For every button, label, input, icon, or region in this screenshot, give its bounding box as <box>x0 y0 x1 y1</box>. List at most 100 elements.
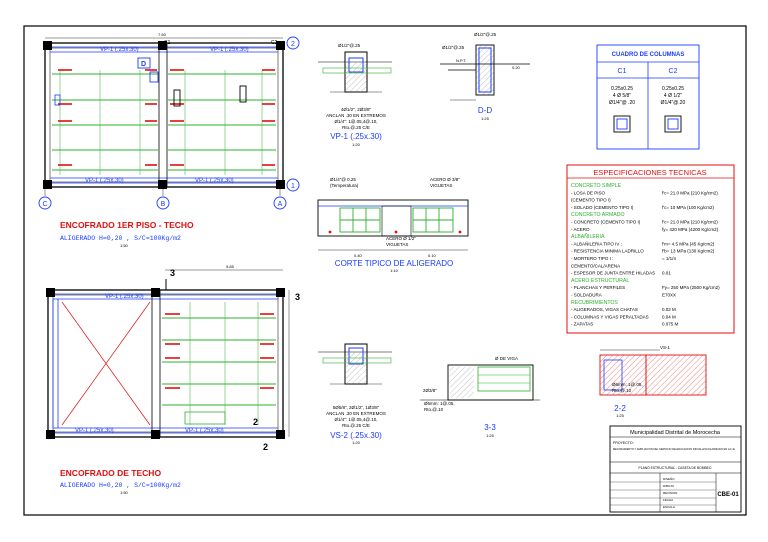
vs2-note-2: ANCLAN .30 EN EXTREMOS <box>326 411 386 416</box>
plan1-beam-top-left: VP-1 (.25x.30) <box>100 47 139 53</box>
s22-title: 2-2 <box>614 404 626 413</box>
specs-row-label: - ALBAÑILERIA TIPO IV : <box>571 240 622 246</box>
plan-2: 5.85 VP-1 (.25x.30) VP-1 (.25x.30) VP-1 … <box>46 264 300 495</box>
columns-title: CUADRO DE COLUMNAS <box>612 52 685 58</box>
specs-row-value: fy= 420 MPa (4200 Kg/cm2) <box>662 227 719 232</box>
specs-section-heading: ACERO ESTRUCTURAL <box>571 278 629 284</box>
plan2-scale: 1:50 <box>120 490 129 495</box>
tb-org: Municipalidad Distrital de Morocecha <box>630 430 721 436</box>
dd-left-note: Ø1/2"@.25 <box>442 45 465 50</box>
plan1-title: ENCOFRADO 1ER PISO - TECHO <box>60 220 194 230</box>
vp1-note-2: ANCLAN .30 EN EXTREMOS <box>326 113 386 118</box>
tb-label-review: REVISION <box>663 491 677 495</box>
plan2-beam-top: VP-1 (.25x.30) <box>105 294 144 300</box>
plan2-title: ENCOFRADO DE TECHO <box>60 468 161 478</box>
plan1-axis-b: B <box>161 201 166 208</box>
s33-left-note: 2Ø3/8" <box>423 388 437 393</box>
corte-note-mid-1: ACERO Ø 1/2" <box>386 236 416 241</box>
corte-note-mid-2: VIGUETAS <box>386 242 408 247</box>
specs-section-heading: ALBAÑILERIA <box>571 233 605 240</box>
columns-c2-bars: 4 Ø 1/2" <box>664 93 682 99</box>
corte-tipico: Ø1/4"@ 0.25 (Temperatura) ACERO Ø 3/8" V… <box>317 177 469 273</box>
specs-row-label: - ZAPATAS <box>571 322 593 327</box>
specs-row-label: - ACERO <box>571 227 590 232</box>
vp1-note-3: Ø1/4": 1@.05,4@.10, <box>334 119 377 124</box>
s33-bottom-note-1: Ø6mm: 1@.05, <box>424 401 455 406</box>
sheet-border <box>23 25 747 516</box>
specs-row-label: (CEMENTO TIPO I) <box>571 198 611 203</box>
tb-label-date: FECHA <box>663 498 673 502</box>
plan1-axis-1: 1 <box>291 183 295 190</box>
plan1-axis-a: A <box>278 201 283 208</box>
specs-row-value: 0.02 M <box>662 307 676 312</box>
s22-note-1: Ø6mm: 1@.05, <box>612 382 643 387</box>
specs-row-value: f'b= 13 MPa (130 Kg/cm2) <box>662 249 715 254</box>
specs-row-value: E70XX <box>662 293 676 298</box>
specs-row-label: - COLUMNAS Y VIGAS PERALTADAS <box>571 314 649 319</box>
dd-section: Ø1/2"@.25 Ø1/2"@.25 N.P.T. 0.20 D-D 1:25 <box>440 32 530 121</box>
columns-c1-size: 0.25x0.25 <box>611 86 633 92</box>
specs-row-label: - SOLDADURA <box>571 293 602 298</box>
dd-dim: 0.20 <box>512 65 521 70</box>
corte-note-right-2: VIGUETAS <box>430 183 452 188</box>
dd-npt: N.P.T. <box>456 58 466 63</box>
s22-note-2: Rto.@.10 <box>612 388 632 393</box>
corte-scale: 1:10 <box>390 268 399 273</box>
plan2-overall-dim: 5.85 <box>226 264 235 269</box>
tb-label-drawing: DIBUJO <box>663 484 675 488</box>
dd-scale: 1:25 <box>481 116 490 121</box>
columns-c1-bars: 4 Ø 5/8" <box>613 93 631 99</box>
tb-sheet-title: PLANO ESTRUCTURAL - CASETA DE BOMBEO <box>639 466 712 470</box>
specs-row-label: - PLANCHAS Y PERFILES <box>571 285 625 290</box>
columns-c2-stirrup: Ø1/4"@.20 <box>661 100 686 106</box>
specs-row-value: 0.04 M <box>662 314 676 319</box>
vp1-note-1: 4Ø1/2", 2Ø3/8" <box>341 107 372 112</box>
vp1-title: VP-1 (.25x.30) <box>330 132 382 141</box>
plan1-axis-2: 2 <box>291 41 295 48</box>
title-block: Municipalidad Distrital de Morocecha PRO… <box>609 425 742 513</box>
plan2-beam-bottom-left: VP-1 (.25x.30) <box>75 428 114 434</box>
columns-table: CUADRO DE COLUMNAS C1 C2 0.25x0.25 0.25x… <box>596 44 700 150</box>
vp1-note-4: Rto.@.25 C/E <box>342 125 370 130</box>
s22-scale: 1:25 <box>616 413 625 418</box>
plan2-section-2-bottom: 2 <box>263 442 268 452</box>
corte-note-right-1: ACERO Ø 3/8" <box>430 177 460 182</box>
dd-title: D-D <box>478 106 492 115</box>
vs2-scale: 1:20 <box>352 440 361 445</box>
plan2-section-3-top: 3 <box>170 268 175 278</box>
specs-row-value: Fy= 250 MPa (2500 Kg/cm2) <box>662 285 720 290</box>
columns-c1: C1 <box>618 68 627 75</box>
vs2-section: 5Ø5/8", 2Ø1/2", 1Ø3/8" ANCLAN .30 EN EXT… <box>318 343 392 445</box>
tb-project-text: MEJORAMIENTO Y AMPLIACION DEL SERVICIO D… <box>613 447 736 451</box>
specs-row-value: 0.075 M <box>662 322 679 327</box>
dd-top-note: Ø1/2"@.25 <box>474 32 497 37</box>
corte-title: CORTE TIPICO DE ALIGERADO <box>335 259 453 268</box>
specs-row-value: f'c= 21.0 MPa (210 Kg/cm2) <box>662 220 718 225</box>
corte-note-left-2: (Temperatura) <box>330 183 359 188</box>
plan1-subtitle: ALIGERADO H=0,20 , S/C=100Kg/m2 <box>60 235 181 242</box>
specs-section-heading: CONCRETO SIMPLE <box>571 183 622 189</box>
specs-row-label: - ESPESOR DE JUNTA ENTRE HILADAS <box>571 271 655 276</box>
corte-dim-b: 0.10 <box>428 253 437 258</box>
specs-row-value: = 1/1/4 <box>662 256 676 261</box>
corte-dim-a: 0.40 <box>354 253 363 258</box>
plan2-subtitle: ALIGERADO H=0,20 , S/C=100Kg/m2 <box>60 482 181 489</box>
specs-panel: ESPECIFICACIONES TECNICAS CONCRETO SIMPL… <box>566 164 735 334</box>
columns-c2: C2 <box>669 68 678 75</box>
tb-label-scale: ESCALA <box>663 505 675 509</box>
vp1-section: Ø1/2"@.25 4Ø1/2", 2Ø3/8" ANCLAN .30 EN E… <box>318 43 392 147</box>
vs2-note-3: Ø1/4": 1@.05,4@.10, <box>334 417 377 422</box>
vp1-scale: 1:20 <box>352 142 361 147</box>
plan1-axis-c: C <box>42 201 47 208</box>
s33-title: 3-3 <box>484 423 496 432</box>
section-3-3: Ø DE VIGA 2Ø3/8" Ø6mm: 1@.05, Rto.@.10 3… <box>420 356 540 438</box>
corte-note-left-1: Ø1/4"@ 0.25 <box>330 177 356 182</box>
tb-sheet-code: CBE-01 <box>717 492 739 498</box>
specs-row-label: - MORTERO TIPO I : <box>571 256 613 261</box>
tb-project-label: PROYECTO: <box>613 441 634 445</box>
specs-row-label: - CONCRETO (CEMENTO TIPO I) <box>571 220 641 225</box>
s22-top-note: VS-1 <box>660 345 671 350</box>
specs-row-label: - ALIGERADOS, VIGAS CHATAS <box>571 307 638 312</box>
plan2-section-2-inner: 2 <box>253 417 258 427</box>
